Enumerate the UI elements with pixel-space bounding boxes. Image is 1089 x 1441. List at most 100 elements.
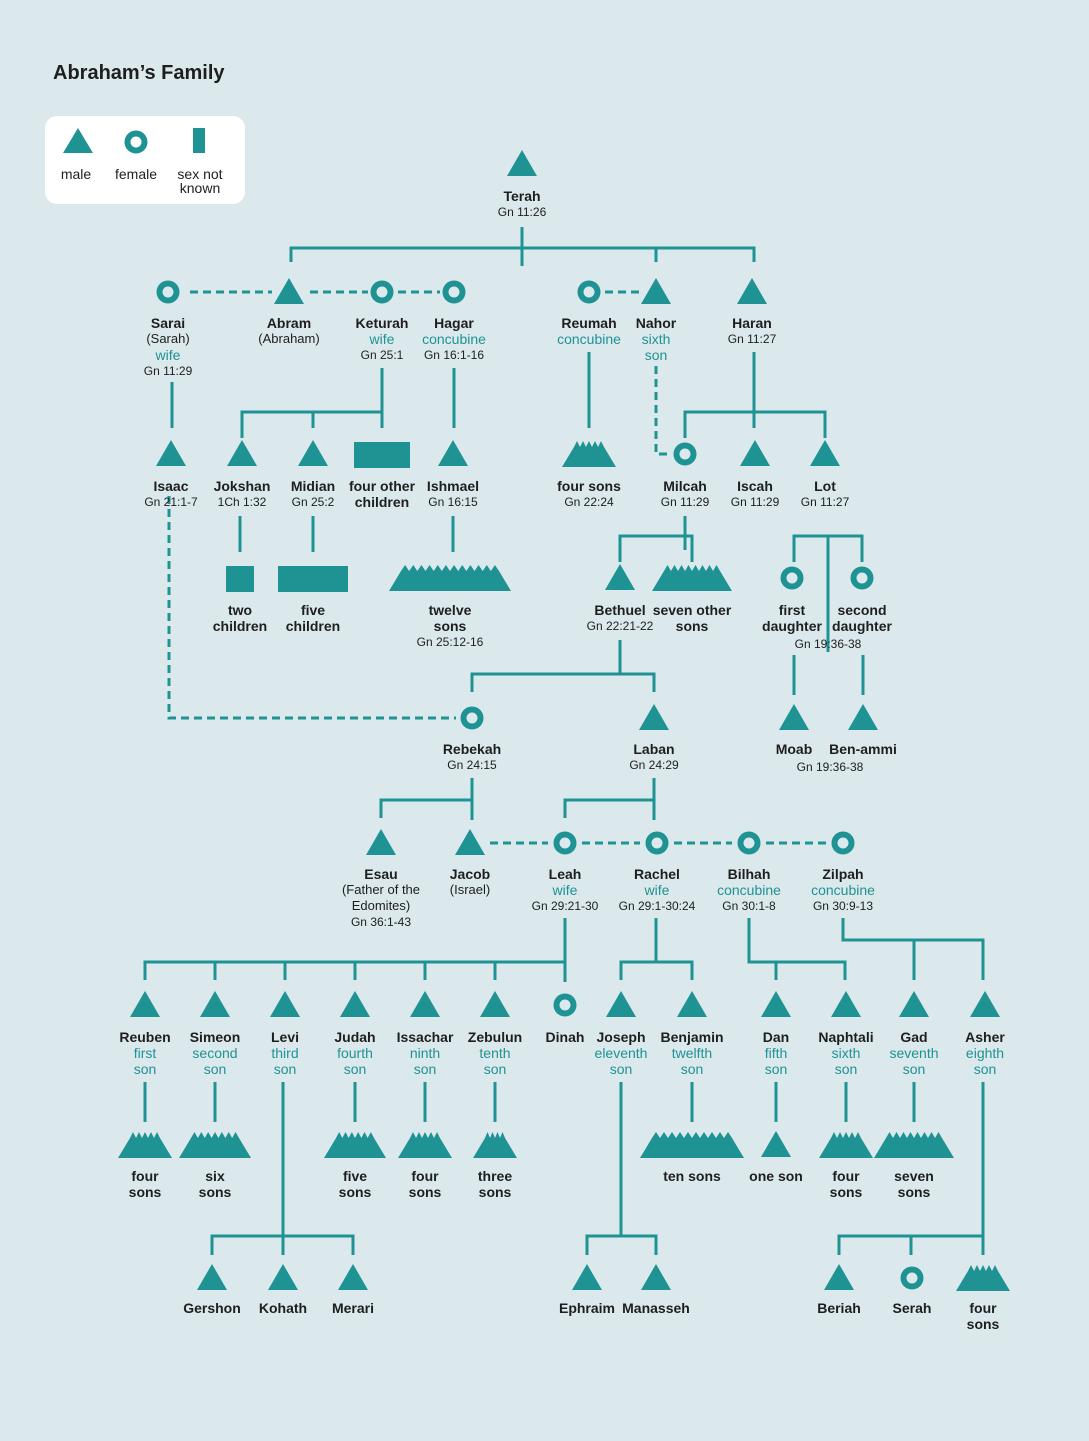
- person-alt-name: (Abraham): [258, 331, 320, 346]
- female-reumah-icon: [577, 280, 601, 304]
- person-reference: Gn 11:26: [497, 205, 547, 219]
- person-name: Dinah: [545, 1029, 585, 1045]
- male-group-four-sons-reumah-icon: [562, 441, 616, 467]
- person-name: Merari: [331, 1300, 375, 1316]
- male-abram-icon: [274, 278, 304, 304]
- male-group-naphtali-sons-icon: [819, 1132, 873, 1158]
- female-first-daughter-icon: [780, 566, 804, 590]
- legend-label-female: female: [114, 166, 158, 182]
- person-name: Rachel: [634, 866, 680, 882]
- female-milcah-icon: [673, 442, 697, 466]
- person-reference: Gn 22:21-22: [586, 619, 654, 633]
- person-reference: Gn 30:1-8: [722, 899, 776, 913]
- male-ishmael-icon: [438, 440, 468, 466]
- male-kohath-icon: [268, 1264, 298, 1290]
- unknown-symbol-icon: [193, 128, 205, 153]
- person-reference: Gn 11:29: [660, 495, 710, 509]
- person-label-dinah: Dinah: [546, 1029, 585, 1045]
- male-group-simeon-sons-icon: [179, 1132, 251, 1158]
- male-merari-icon: [338, 1264, 368, 1290]
- person-name: Judah: [334, 1029, 376, 1045]
- female-zilpah-icon: [831, 831, 855, 855]
- person-name: Keturah: [355, 315, 409, 331]
- male-jacob-icon: [455, 829, 485, 855]
- descent-line: [563, 798, 654, 818]
- female-bilhah-icon: [737, 831, 761, 855]
- person-name: Levi: [270, 1029, 300, 1045]
- person-name: Laban: [633, 741, 675, 757]
- male-dan-son-icon: [761, 1131, 791, 1157]
- male-group-benjamin-sons-icon: [640, 1132, 744, 1158]
- person-name: Naphtali: [818, 1029, 874, 1045]
- person-name: Jokshan: [213, 478, 271, 494]
- female-rebekah-icon: [460, 706, 484, 730]
- person-name: Kohath: [258, 1300, 308, 1316]
- male-ephraim-icon: [572, 1264, 602, 1290]
- person-name: Gad: [900, 1029, 928, 1045]
- male-benjamin-icon: [677, 991, 707, 1017]
- person-reference: Gn 11:29: [143, 364, 193, 378]
- person-label-moab-ref: Gn 19:36-38: [797, 759, 864, 776]
- person-name: Ishmael: [426, 478, 480, 494]
- person-reference: Gn 11:29: [730, 495, 780, 509]
- male-group-asher-sons-icon: [956, 1265, 1010, 1291]
- unknown-group-four-other-children-icon: [354, 442, 410, 468]
- person-reference: Gn 22:24: [564, 495, 614, 509]
- person-role: concubine: [557, 331, 621, 347]
- person-name: Joseph: [596, 1029, 646, 1045]
- person-label-beriah: Beriah: [817, 1300, 861, 1316]
- descent-line: [747, 918, 847, 980]
- male-group-seven-other-sons-icon: [652, 565, 732, 591]
- person-name: Sarai: [150, 315, 186, 331]
- person-name: Zebulun: [467, 1029, 523, 1045]
- person-name: Leah: [548, 866, 582, 882]
- male-iscah-icon: [740, 440, 770, 466]
- person-reference: Gn 11:27: [800, 495, 850, 509]
- person-role: wife: [155, 347, 181, 363]
- descent-line: [618, 534, 694, 562]
- person-label-manasseh: Manasseh: [622, 1300, 690, 1316]
- person-name: Bilhah: [727, 866, 771, 882]
- person-role: concubine: [422, 331, 486, 347]
- person-role: wife: [369, 331, 395, 347]
- person-label-moab: Moab: [776, 741, 813, 757]
- female-dinah-icon: [553, 993, 577, 1017]
- person-reference: 1Ch 1:32: [217, 495, 267, 509]
- person-name: Midian: [290, 478, 336, 494]
- male-moab-icon: [779, 704, 809, 730]
- male-reuben-icon: [130, 991, 160, 1017]
- marriage-line: [167, 496, 456, 720]
- person-name: Reuben: [119, 1029, 171, 1045]
- person-name: Jacob: [449, 866, 491, 882]
- person-name: Esau: [364, 866, 398, 882]
- person-reference: Gn 29:21-30: [531, 899, 599, 913]
